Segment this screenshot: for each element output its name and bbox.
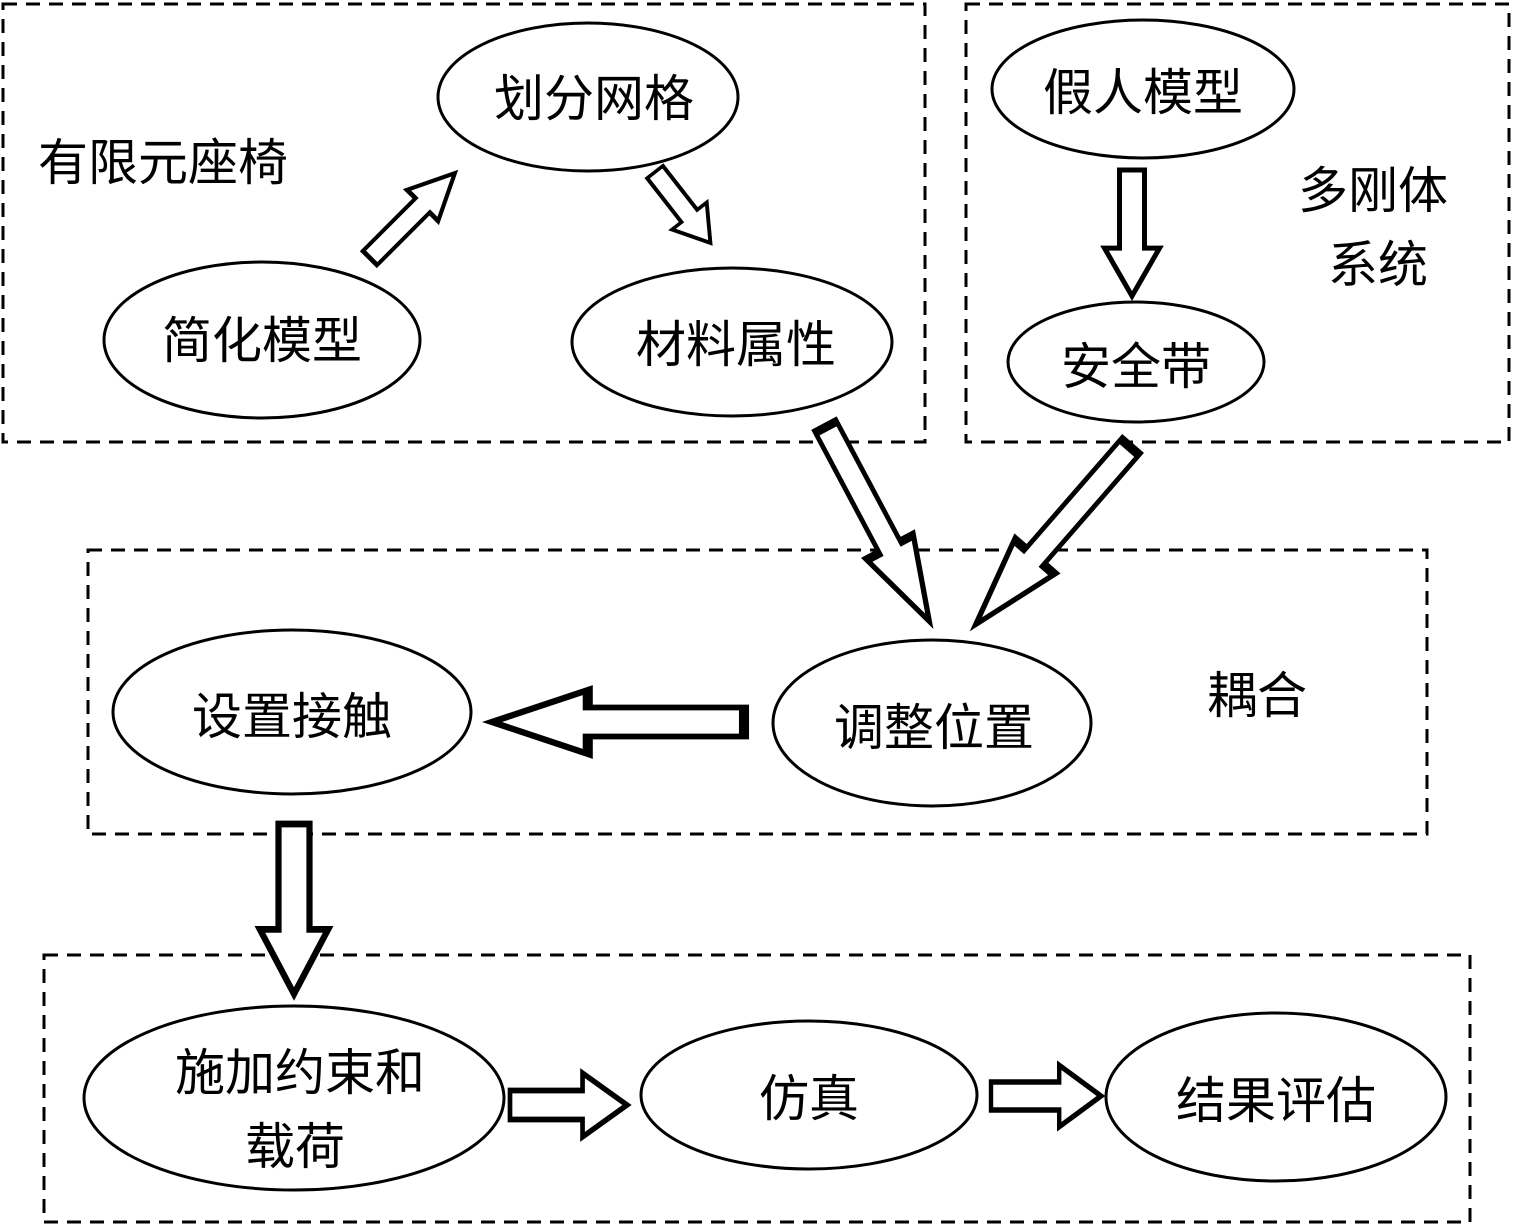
group-coupling — [86, 548, 1429, 836]
arrow-simplify-to-mesh — [354, 158, 470, 274]
node-dummy-label: 假人模型 — [1043, 64, 1243, 122]
arrow-dummy-to-belt — [1105, 170, 1160, 296]
group-fe-seat — [1, 2, 927, 444]
node-constraint-label-2: 载荷 — [245, 1118, 345, 1176]
arrow-belt-to-adjust — [956, 430, 1150, 642]
arrow-material-to-adjust — [803, 415, 953, 634]
arrow-simulate-to-evaluate — [991, 1065, 1101, 1127]
node-adjust-ellipse — [771, 638, 1093, 808]
group-label-multibody-1: 多刚体 — [1298, 162, 1448, 220]
node-constraint-ellipse — [82, 1004, 506, 1192]
node-mesh-label: 划分网格 — [494, 70, 694, 128]
group-label-fe-seat: 有限元座椅 — [38, 134, 288, 192]
node-material-ellipse — [570, 266, 894, 418]
node-belt-ellipse — [1006, 300, 1266, 424]
node-material-label: 材料属性 — [636, 316, 836, 374]
group-label-multibody-2: 系统 — [1328, 236, 1428, 294]
node-simulate-label: 仿真 — [759, 1070, 859, 1128]
node-adjust-label: 调整位置 — [834, 699, 1034, 757]
node-contact-label: 设置接触 — [192, 688, 392, 746]
node-simplify-ellipse — [102, 260, 422, 420]
node-mesh-ellipse — [436, 21, 740, 173]
arrow-contact-to-constraint — [260, 824, 328, 994]
group-label-coupling: 耦合 — [1207, 667, 1307, 725]
group-multibody — [964, 2, 1511, 444]
node-evaluate-label: 结果评估 — [1176, 1072, 1376, 1130]
node-simplify-label: 简化模型 — [162, 312, 362, 370]
node-simulate-ellipse — [639, 1019, 979, 1171]
node-dummy-ellipse — [990, 18, 1296, 160]
node-belt-label: 安全带 — [1061, 338, 1211, 396]
group-solve — [42, 953, 1472, 1224]
arrow-adjust-to-contact — [492, 690, 744, 754]
arrow-constraint-to-simulate — [510, 1073, 627, 1137]
node-constraint-label-1: 施加约束和 — [175, 1044, 425, 1102]
arrow-mesh-to-material — [635, 156, 730, 259]
node-evaluate-ellipse — [1104, 1011, 1448, 1183]
node-contact-ellipse — [111, 628, 473, 796]
